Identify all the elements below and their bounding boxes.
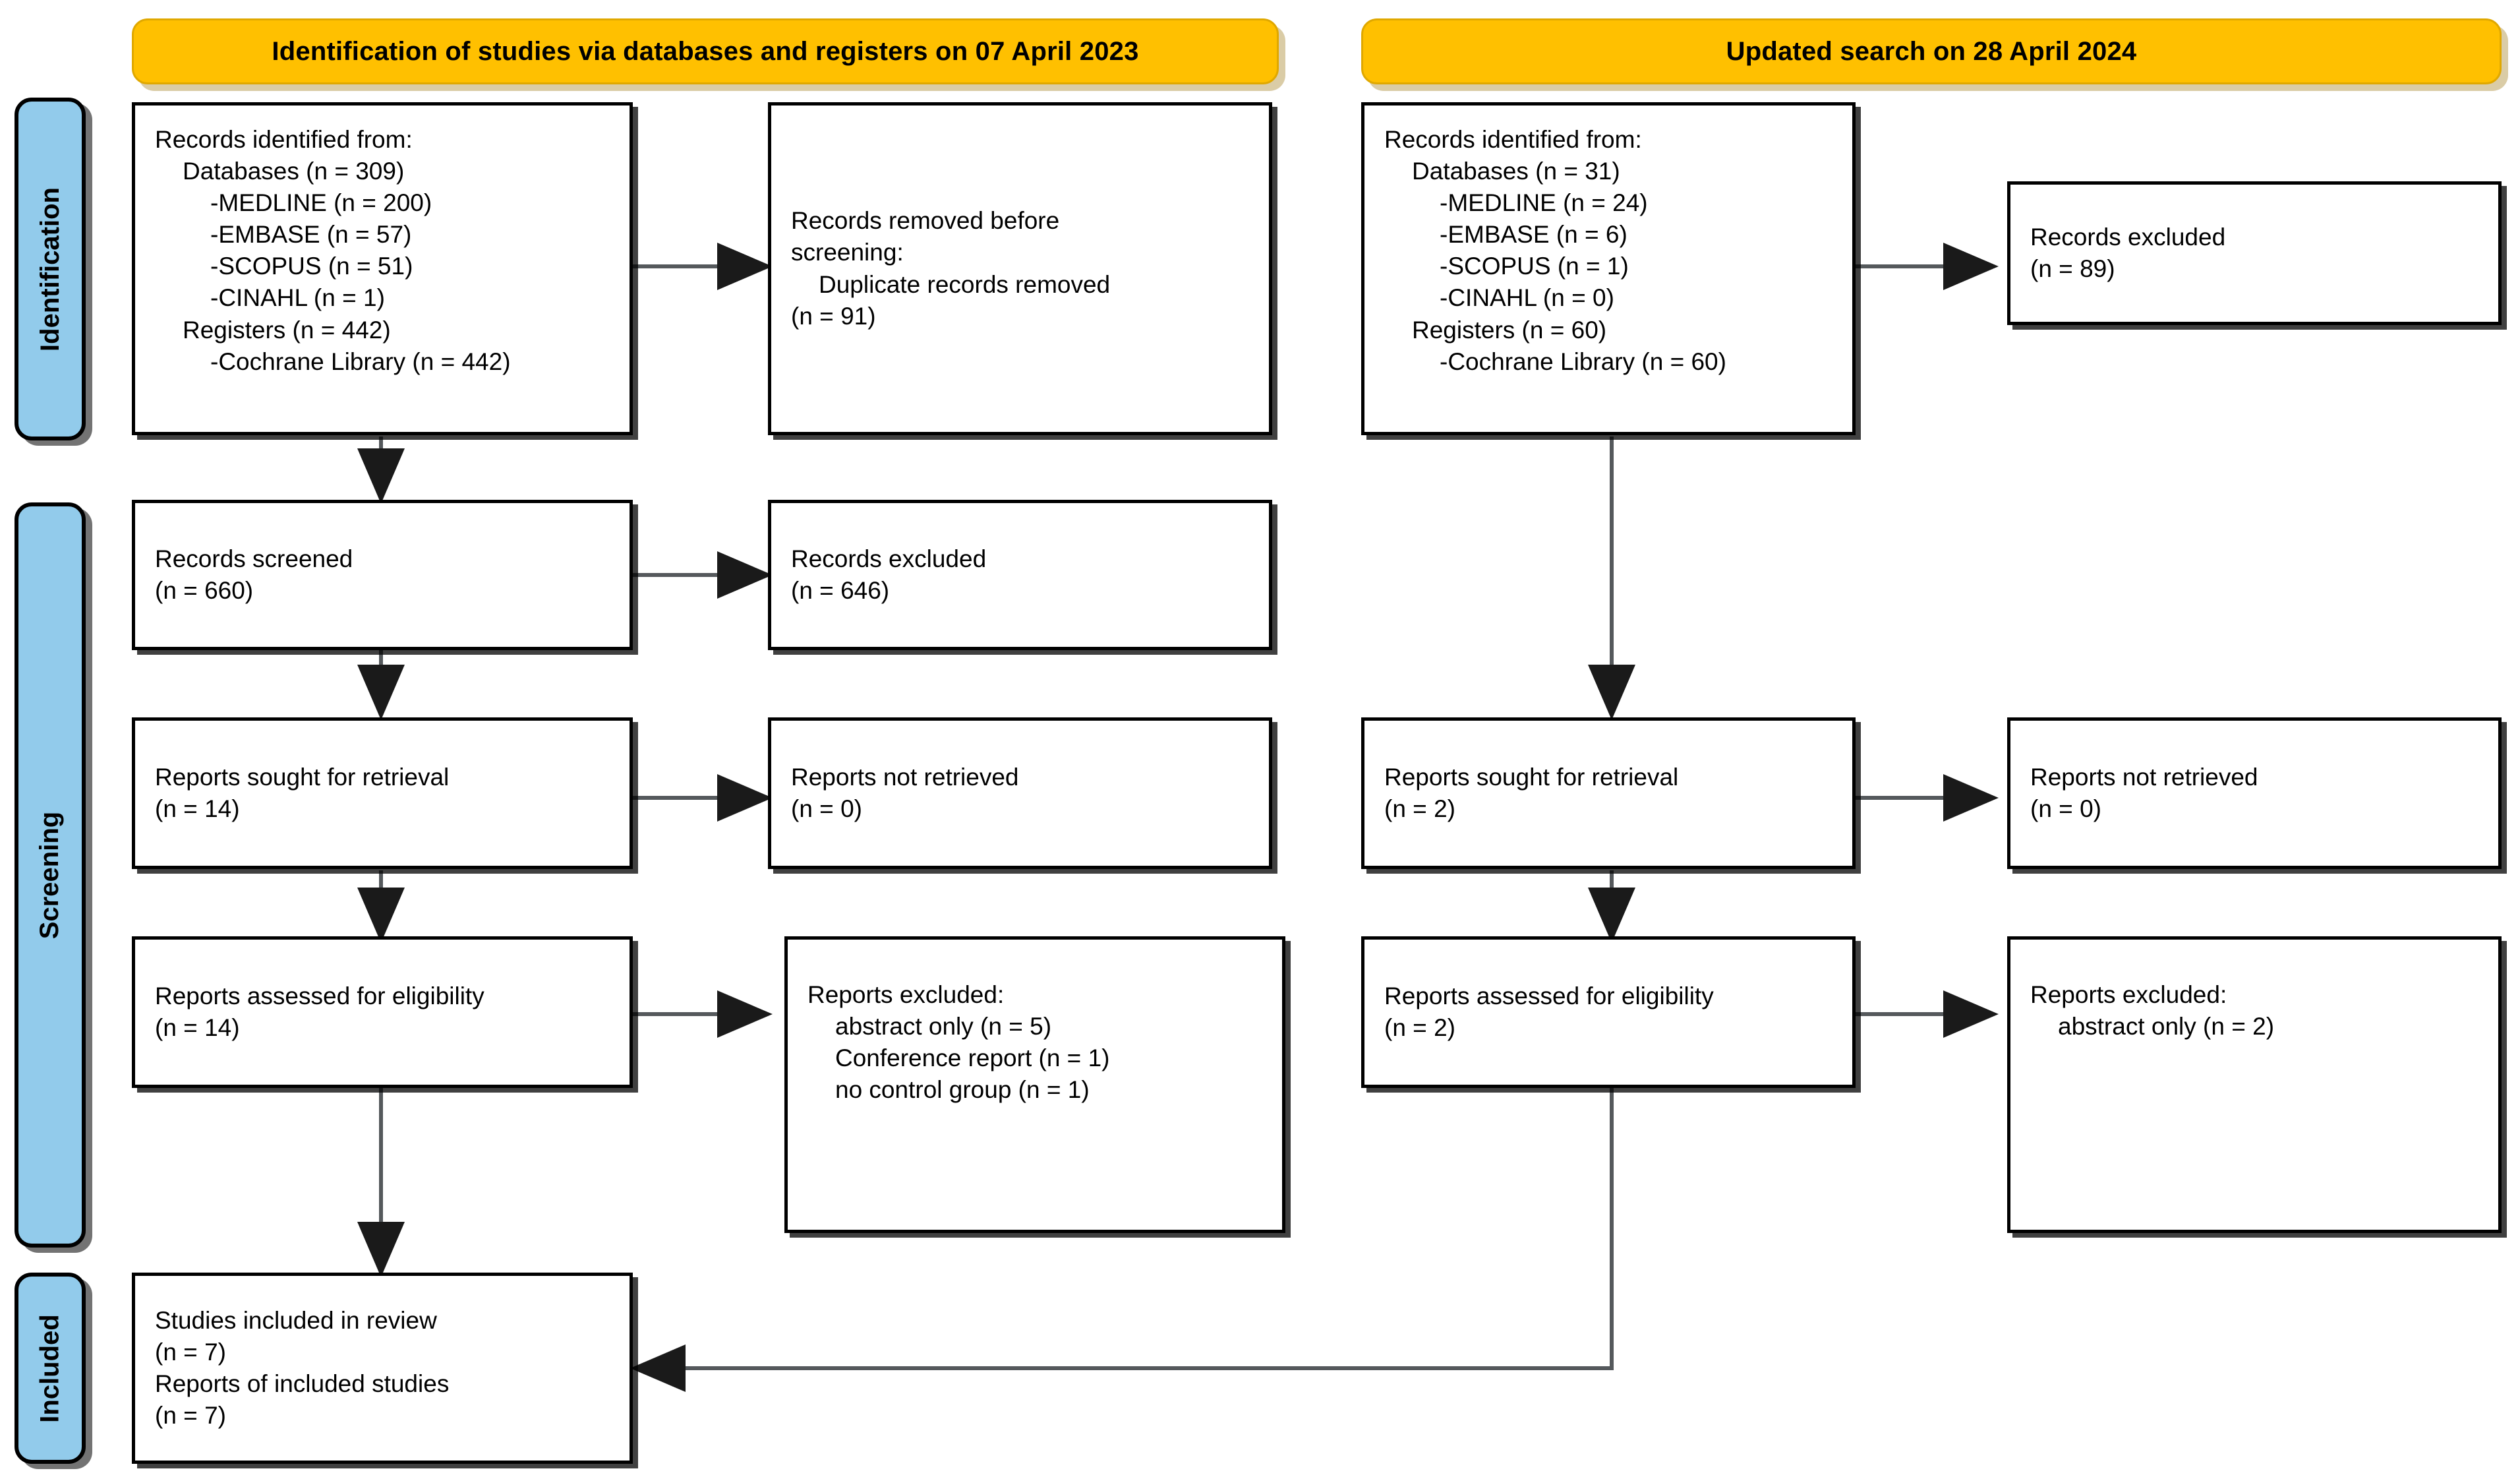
left-records-excluded-count: (n = 646) — [791, 577, 890, 604]
left-removed-heading-row1: Records removed before — [791, 205, 1249, 237]
box-right-reports-not-retrieved: Reports not retrieved (n = 0) — [2007, 717, 2502, 869]
left-reports-excluded-heading: Reports excluded: — [807, 981, 1005, 1008]
left-sought-label: Reports sought for retrieval — [155, 763, 450, 791]
box-right-records-identified: Records identified from: Databases (n = … — [1361, 102, 1856, 435]
left-assessed-count: (n = 14) — [155, 1014, 240, 1041]
box-studies-included-in-review: Studies included in review (n = 7) Repor… — [132, 1273, 633, 1464]
box-left-records-removed-before-screening: Records removed before screening: Duplic… — [768, 102, 1272, 435]
included-studies-label: Studies included in review — [155, 1306, 437, 1334]
right-identified-line-1: Databases (n = 31) — [1412, 158, 1620, 185]
left-notretrieved-count: (n = 0) — [791, 795, 862, 822]
box-left-reports-sought: Reports sought for retrieval (n = 14) — [132, 717, 633, 869]
left-identified-line-2: -MEDLINE (n = 200) — [210, 189, 432, 217]
right-records-excluded-count: (n = 89) — [2030, 255, 2115, 282]
left-removed-heading-plain: Records removed — [791, 207, 991, 235]
stage-label-included-text: Included — [35, 1313, 65, 1423]
stage-label-screening-text: Screening — [35, 811, 65, 939]
left-reports-excluded-reason-1: Conference report (n = 1) — [835, 1044, 1110, 1072]
left-screened-count: (n = 660) — [155, 577, 254, 604]
right-records-excluded-label: Records excluded — [2030, 223, 2226, 251]
right-identified-line-6: Registers (n = 60) — [1412, 316, 1607, 344]
left-removed-heading-italic-before: before — [990, 207, 1060, 235]
box-left-records-excluded: Records excluded (n = 646) — [768, 500, 1272, 650]
box-left-records-screened: Records screened (n = 660) — [132, 500, 633, 650]
box-left-reports-not-retrieved: Reports not retrieved (n = 0) — [768, 717, 1272, 869]
left-screened-label: Records screened — [155, 545, 353, 572]
right-notretrieved-count: (n = 0) — [2030, 795, 2101, 822]
stage-label-screening: Screening — [15, 502, 86, 1248]
included-reports-label: Reports of included studies — [155, 1370, 450, 1397]
right-identified-line-4: -SCOPUS (n = 1) — [1440, 253, 1629, 280]
right-reports-excluded-reason-0: abstract only (n = 2) — [2058, 1013, 2275, 1040]
right-assessed-label: Reports assessed for eligibility — [1384, 982, 1714, 1010]
box-left-records-identified: Records identified from: Databases (n = … — [132, 102, 633, 435]
stage-label-identification-text: Identification — [35, 187, 65, 351]
left-records-excluded-label: Records excluded — [791, 545, 987, 572]
included-reports-count: (n = 7) — [155, 1402, 226, 1430]
left-notretrieved-label: Reports not retrieved — [791, 763, 1019, 791]
stage-label-identification: Identification — [15, 98, 86, 440]
left-identified-line-1: Databases (n = 309) — [183, 158, 405, 185]
banner-updated-search-right: Updated search on 28 April 2024 — [1361, 18, 2502, 84]
right-identified-line-2: -MEDLINE (n = 24) — [1440, 189, 1648, 217]
right-assessed-count: (n = 2) — [1384, 1014, 1455, 1041]
box-right-reports-sought: Reports sought for retrieval (n = 2) — [1361, 717, 1856, 869]
banner-left-text: Identification of studies via databases … — [272, 36, 1139, 66]
left-identified-line-4: -SCOPUS (n = 51) — [210, 253, 413, 280]
included-studies-count: (n = 7) — [155, 1338, 226, 1366]
right-notretrieved-label: Reports not retrieved — [2030, 763, 2258, 791]
stage-label-included: Included — [15, 1273, 86, 1464]
left-identified-line-6: Registers (n = 442) — [183, 316, 391, 344]
left-reports-excluded-reason-2: no control group (n = 1) — [835, 1076, 1090, 1104]
box-left-reports-excluded: Reports excluded: abstract only (n = 5) … — [784, 936, 1285, 1233]
left-identified-line-0: Records identified from: — [155, 126, 413, 153]
banner-right-text: Updated search on 28 April 2024 — [1726, 36, 2137, 66]
right-sought-label: Reports sought for retrieval — [1384, 763, 1679, 791]
left-sought-count: (n = 14) — [155, 795, 240, 822]
right-identified-line-7: -Cochrane Library (n = 60) — [1440, 347, 1726, 375]
right-reports-excluded-heading: Reports excluded: — [2030, 981, 2227, 1008]
left-removed-heading-italic-screening: screening — [791, 239, 897, 266]
left-removed-heading-row2: screening: — [791, 237, 1249, 268]
box-left-reports-assessed: Reports assessed for eligibility (n = 14… — [132, 936, 633, 1088]
left-identified-line-7: -Cochrane Library (n = 442) — [210, 347, 511, 375]
left-removed-detail: Duplicate records removed — [819, 270, 1111, 298]
right-identified-line-0: Records identified from: — [1384, 126, 1642, 153]
box-right-reports-assessed: Reports assessed for eligibility (n = 2) — [1361, 936, 1856, 1088]
left-assessed-label: Reports assessed for eligibility — [155, 982, 484, 1010]
left-reports-excluded-reason-0: abstract only (n = 5) — [835, 1013, 1052, 1040]
right-sought-count: (n = 2) — [1384, 795, 1455, 822]
right-identified-line-5: -CINAHL (n = 0) — [1440, 284, 1614, 312]
left-removed-heading-colon: : — [896, 239, 904, 266]
right-identified-line-3: -EMBASE (n = 6) — [1440, 221, 1627, 249]
banner-identification-left: Identification of studies via databases … — [132, 18, 1279, 84]
left-identified-line-5: -CINAHL (n = 1) — [210, 284, 385, 312]
left-removed-detail-count: (n = 91) — [791, 302, 876, 330]
box-right-records-excluded: Records excluded (n = 89) — [2007, 181, 2502, 325]
box-right-reports-excluded: Reports excluded: abstract only (n = 2) — [2007, 936, 2502, 1233]
left-identified-line-3: -EMBASE (n = 57) — [210, 221, 412, 249]
